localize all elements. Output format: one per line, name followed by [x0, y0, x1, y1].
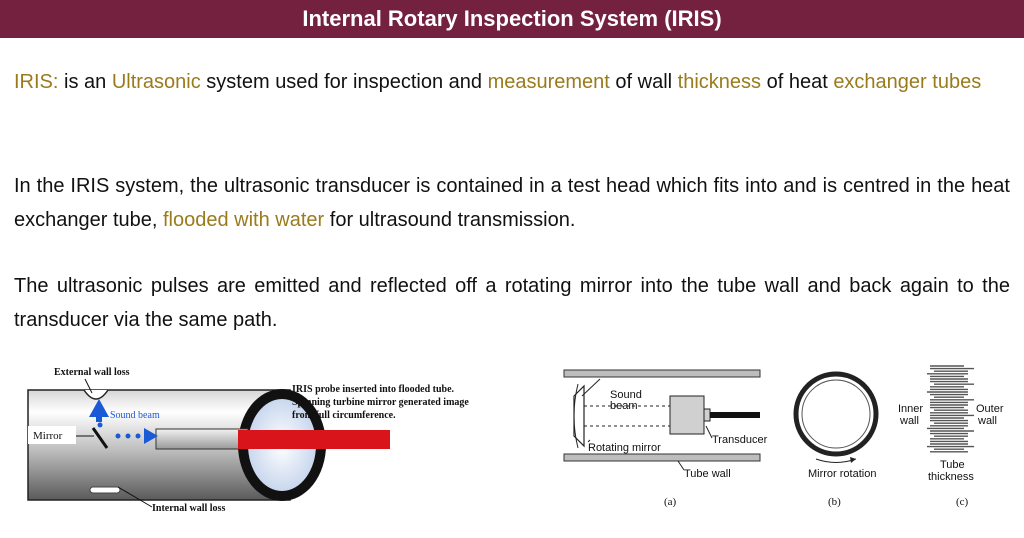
caption-line-3: from full circumference. [292, 410, 396, 421]
beam-label: beam [610, 400, 638, 412]
sound-beam-label: Sound beam [110, 410, 160, 421]
panel-b-label: (b) [828, 496, 841, 508]
highlight-thickness: thickness [677, 71, 762, 93]
sound-beam-arrows [89, 399, 158, 444]
panel-b-ring [793, 371, 879, 463]
slide-title: Internal Rotary Inspection System (IRIS) [0, 0, 1024, 38]
text: In the IRIS system, the ultrasonic trans… [14, 175, 1010, 231]
mirror-label-box [28, 426, 76, 444]
internal-wall-loss-mark [89, 486, 121, 494]
transducer-label: Transducer [712, 434, 768, 446]
tube-label: Tube [940, 459, 965, 471]
mirror-line [91, 427, 109, 449]
pointer-line [84, 378, 93, 394]
pointer-line [117, 486, 153, 508]
pointer-line [587, 439, 591, 443]
term-iris: IRIS: [14, 71, 59, 93]
rotating-mirror-label: Rotating mirror [588, 442, 661, 454]
thickness-label: thickness [928, 471, 974, 483]
probe-cable [238, 430, 390, 449]
text: The ultrasonic pulses are emitted and re… [14, 275, 1010, 331]
iris-schematic-diagram: Sound beam Rotating mirror Transducer Tu… [563, 365, 1004, 508]
panel-a-label: (a) [664, 496, 677, 508]
panel-c-thickness-plot [927, 365, 974, 453]
paragraph-iris-definition: IRIS: is an Ultrasonic system used for i… [14, 65, 1010, 99]
inner-wall-label: wall [899, 415, 919, 427]
caption-line-2: Spinning turbine mirror generated image [292, 397, 469, 408]
text: of heat [761, 71, 834, 93]
text: system used for inspection and [200, 71, 488, 93]
pointer-line [677, 460, 685, 471]
external-wall-loss-label: External wall loss [54, 367, 130, 378]
tube-wall-label: Tube wall [684, 468, 731, 480]
highlight-measurement: measurement [487, 71, 610, 93]
iris-probe-diagram: External wall loss Sound beam Mirror IRI… [27, 367, 469, 512]
paragraph-test-head: In the IRIS system, the ultrasonic trans… [14, 169, 1010, 237]
highlight-ultrasonic: Ultrasonic [111, 71, 201, 93]
paragraph-pulses: The ultrasonic pulses are emitted and re… [14, 269, 1010, 337]
outer-label: Outer [976, 403, 1004, 415]
text: is an [58, 71, 112, 93]
mirror-rotation-label: Mirror rotation [808, 468, 876, 480]
inner-label: Inner [898, 403, 923, 415]
sound-label: Sound [610, 389, 642, 401]
panel-a [563, 369, 761, 462]
highlight-exchanger-tubes: exchanger tubes [833, 71, 982, 93]
internal-wall-loss-label: Internal wall loss [152, 503, 225, 512]
probe-rod [155, 428, 249, 450]
text: of wall [609, 71, 678, 93]
text: for ultrasound transmission. [324, 209, 576, 231]
pointer-line [705, 425, 713, 439]
outer-wall-label: wall [977, 415, 997, 427]
caption-line-1: IRIS probe inserted into flooded tube. [292, 384, 455, 395]
panel-c-label: (c) [956, 496, 969, 508]
highlight-flooded-with-water: flooded with water [163, 209, 325, 231]
mirror-label: Mirror [33, 430, 63, 442]
